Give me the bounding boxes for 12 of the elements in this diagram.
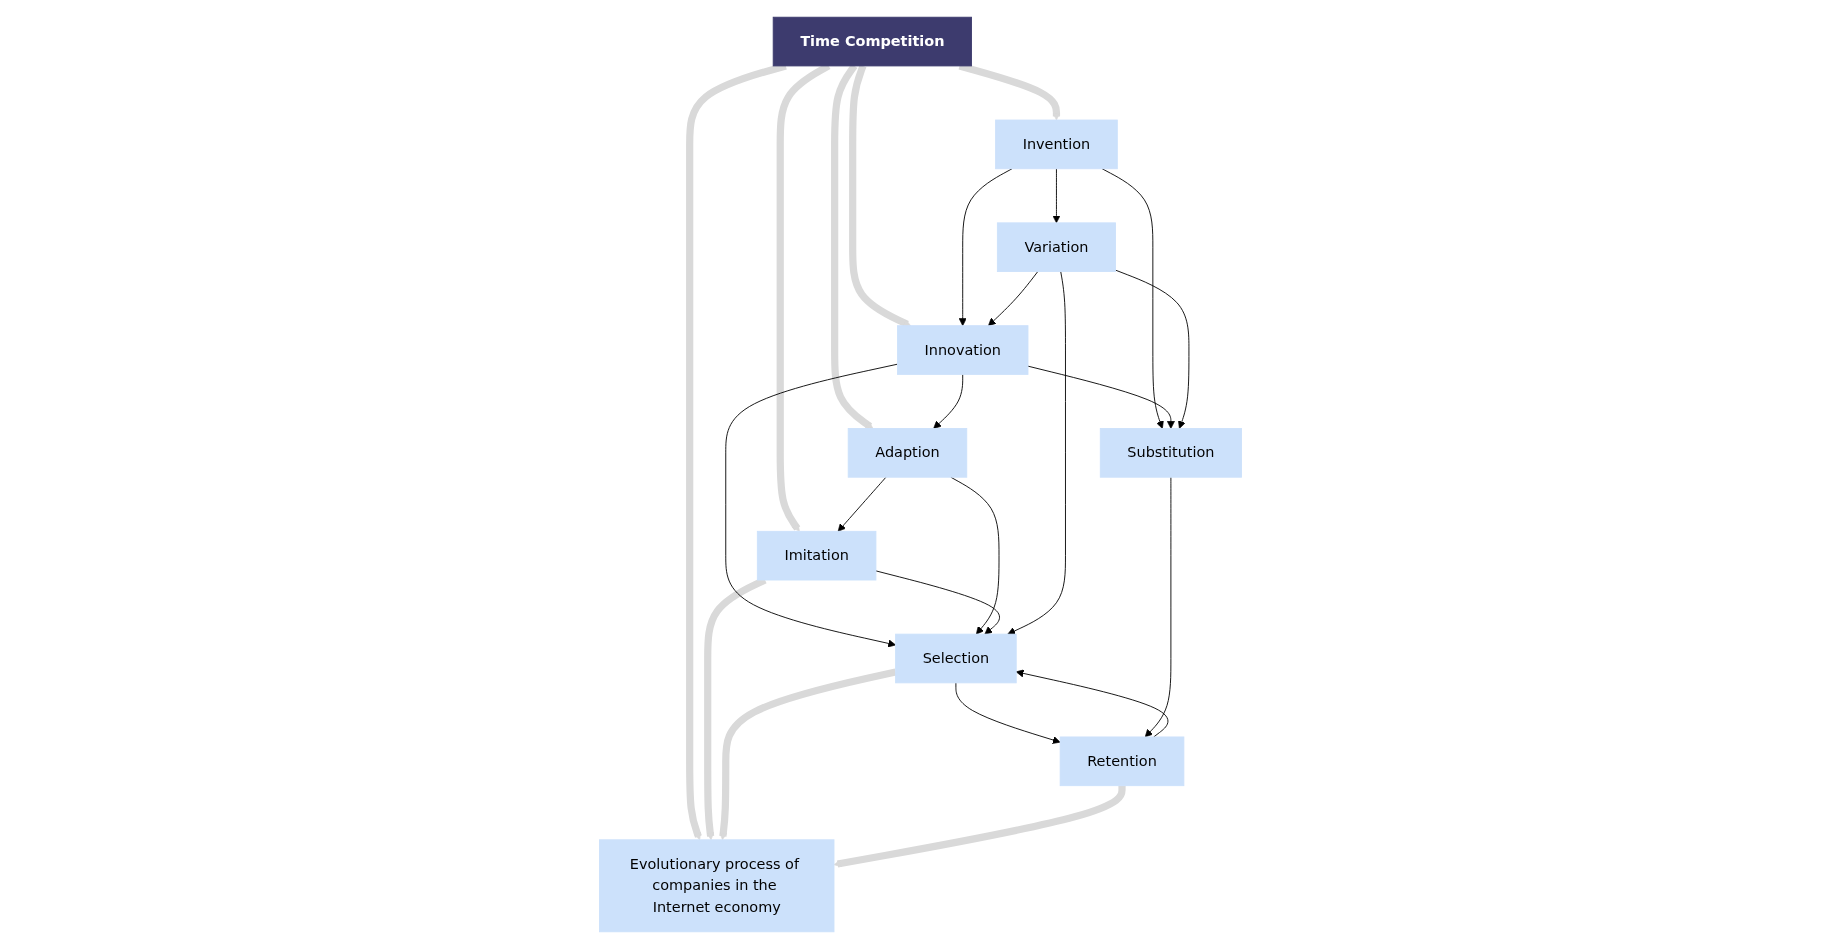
arrow [719,668,897,841]
node-box: Evolutionary process of companies in the Internet economy [599,839,835,933]
node-box: Variation [996,222,1116,272]
node-box: Time Competition [772,16,972,67]
node-box: Invention [995,119,1118,170]
node-box: Imitation [756,530,877,581]
node-box: Retention [1059,736,1185,787]
node-box: Innovation [897,325,1029,375]
node-box: Substitution [1099,428,1242,478]
node-box: Selection [895,633,1017,684]
node-box: Adaption [847,428,968,478]
arrow [833,785,1126,868]
